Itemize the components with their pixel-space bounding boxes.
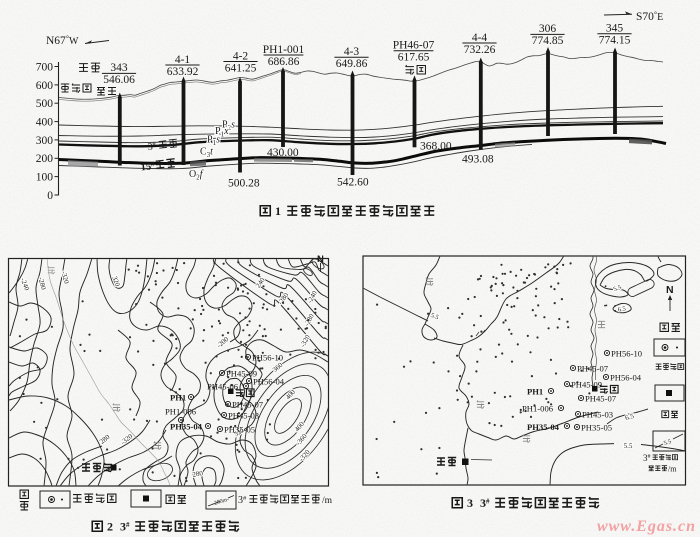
svg-text:732.26: 732.26 — [464, 44, 496, 56]
svg-text:6.5: 6.5 — [617, 305, 626, 313]
svg-text:0: 0 — [47, 190, 53, 202]
svg-text:PH45-07: PH45-07 — [232, 400, 264, 410]
svg-text:-280m-: -280m- — [212, 497, 230, 507]
svg-text:P1s: P1s — [207, 134, 220, 146]
svg-text:430.00: 430.00 — [267, 147, 299, 159]
svg-text:PH45-07: PH45-07 — [577, 364, 609, 374]
svg-text:5.5: 5.5 — [429, 312, 439, 322]
svg-text:1: 1 — [275, 204, 281, 218]
svg-text:3#: 3# — [480, 496, 490, 510]
svg-text:200: 200 — [36, 153, 54, 165]
svg-text:PH56-04: PH56-04 — [610, 373, 642, 383]
svg-text:S70°E: S70°E — [636, 10, 663, 23]
svg-text:100: 100 — [36, 172, 54, 184]
svg-text:280: 280 — [192, 469, 204, 479]
svg-text:/m: /m — [322, 496, 333, 506]
svg-text:617.65: 617.65 — [398, 52, 430, 64]
svg-text:3#: 3# — [238, 495, 247, 506]
svg-text:O2f: O2f — [189, 169, 204, 181]
svg-text:6.5: 6.5 — [624, 412, 635, 422]
svg-text:www.Egas.cn: www.Egas.cn — [597, 518, 695, 535]
svg-text:633.92: 633.92 — [167, 66, 199, 78]
svg-text:PH56-10: PH56-10 — [252, 353, 283, 363]
svg-text:4-4: 4-4 — [472, 32, 488, 44]
svg-text:686.86: 686.86 — [268, 56, 300, 68]
svg-text:546.06: 546.06 — [103, 74, 135, 86]
svg-text:PH35-04: PH35-04 — [170, 422, 203, 432]
svg-text:368.00: 368.00 — [420, 140, 452, 152]
svg-text:N: N — [317, 254, 324, 265]
svg-text:345: 345 — [606, 23, 624, 35]
svg-text:N: N — [666, 284, 674, 296]
svg-text:3: 3 — [467, 496, 473, 510]
svg-text:300: 300 — [36, 135, 54, 147]
svg-text:500: 500 — [36, 98, 54, 110]
svg-text:PH56-10: PH56-10 — [611, 349, 642, 359]
svg-text:641.25: 641.25 — [225, 62, 257, 74]
svg-text:774.15: 774.15 — [599, 35, 631, 47]
svg-text:PH35-05: PH35-05 — [581, 423, 612, 433]
svg-text:N67°W: N67°W — [46, 34, 79, 47]
svg-text:2: 2 — [107, 520, 113, 534]
svg-text:PH1-006: PH1-006 — [165, 407, 197, 417]
svg-text:774.85: 774.85 — [532, 35, 564, 47]
svg-text:306: 306 — [539, 23, 557, 35]
svg-text:PH45-03: PH45-03 — [228, 411, 259, 421]
svg-text:PH45-06: PH45-06 — [207, 382, 239, 392]
svg-text:PH45-07: PH45-07 — [585, 394, 617, 404]
svg-text:PH56-04: PH56-04 — [253, 377, 285, 387]
svg-text:3#: 3# — [643, 453, 651, 463]
svg-text:P1x: P1x — [215, 126, 229, 138]
svg-text:4-3: 4-3 — [344, 46, 360, 58]
svg-text:649.86: 649.86 — [336, 58, 368, 70]
svg-text:700: 700 — [36, 61, 54, 73]
svg-text:PH45-03: PH45-03 — [582, 410, 613, 420]
svg-text:4-2: 4-2 — [233, 50, 249, 62]
svg-text:P2s: P2s — [222, 120, 235, 132]
svg-text:PH46-07: PH46-07 — [393, 40, 435, 52]
svg-text:PH1: PH1 — [170, 393, 186, 403]
svg-text:343: 343 — [110, 62, 128, 74]
svg-text:500.28: 500.28 — [228, 178, 260, 190]
svg-text:3#: 3# — [120, 520, 130, 534]
svg-text:5.5: 5.5 — [612, 284, 622, 293]
svg-text:5.5: 5.5 — [663, 439, 672, 447]
svg-text:542.60: 542.60 — [337, 177, 369, 189]
svg-text:PH1: PH1 — [527, 387, 543, 397]
svg-text:/m: /m — [668, 465, 677, 474]
svg-text:600: 600 — [36, 80, 54, 92]
svg-text:PH1-001: PH1-001 — [263, 44, 305, 56]
svg-text:400: 400 — [36, 116, 54, 128]
svg-text:3#: 3# — [147, 140, 157, 153]
svg-text:4-1: 4-1 — [175, 54, 191, 66]
svg-text:PH35-04: PH35-04 — [527, 422, 560, 432]
svg-text:PH45-09: PH45-09 — [226, 369, 257, 379]
svg-text:493.08: 493.08 — [462, 154, 494, 166]
svg-text:C3t: C3t — [200, 146, 213, 158]
svg-text:PH45-09: PH45-09 — [571, 380, 602, 390]
svg-text:5.5: 5.5 — [624, 442, 634, 450]
svg-text:PH35-05: PH35-05 — [224, 425, 255, 435]
svg-text:PH1-006: PH1-006 — [522, 404, 554, 414]
